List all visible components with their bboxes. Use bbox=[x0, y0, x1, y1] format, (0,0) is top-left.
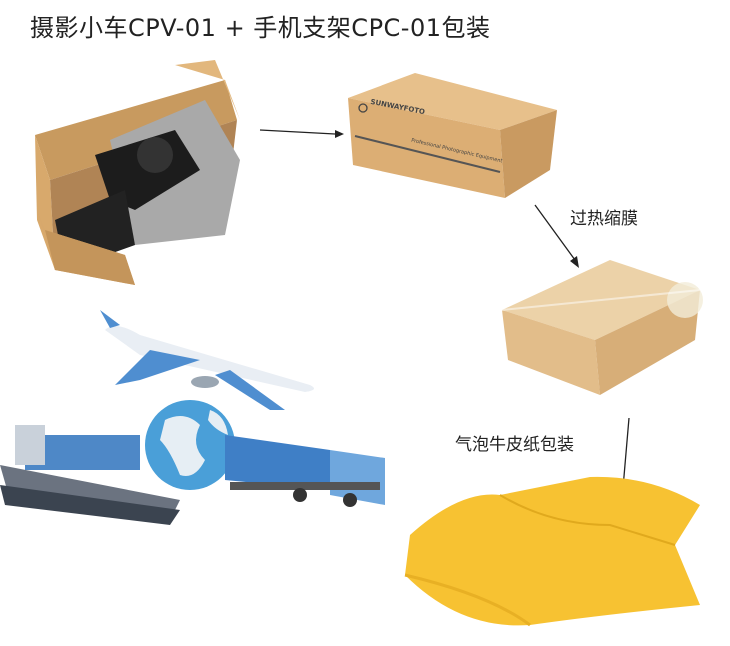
closed-kraft-box-image bbox=[348, 73, 557, 198]
page-title: 摄影小车CPV-01 + 手机支架CPC-01包装 bbox=[30, 14, 491, 42]
yellow-bubble-mailer-image bbox=[404, 476, 700, 627]
globe-icon bbox=[145, 400, 235, 490]
truck-icon bbox=[225, 435, 385, 507]
step-label-bubble-kraft: 气泡牛皮纸包装 bbox=[455, 435, 574, 455]
step-label-shrink-film: 过热缩膜 bbox=[570, 209, 638, 229]
arrow-to-closed-box bbox=[259, 129, 344, 138]
global-shipping-illustration bbox=[0, 310, 385, 525]
shrink-wrapped-box-image bbox=[501, 260, 703, 395]
open-box-with-slider-image bbox=[35, 60, 240, 285]
cargo-ship-icon bbox=[0, 425, 180, 525]
airplane-icon bbox=[100, 310, 314, 410]
arrow-to-shrink-film-box bbox=[534, 204, 579, 268]
